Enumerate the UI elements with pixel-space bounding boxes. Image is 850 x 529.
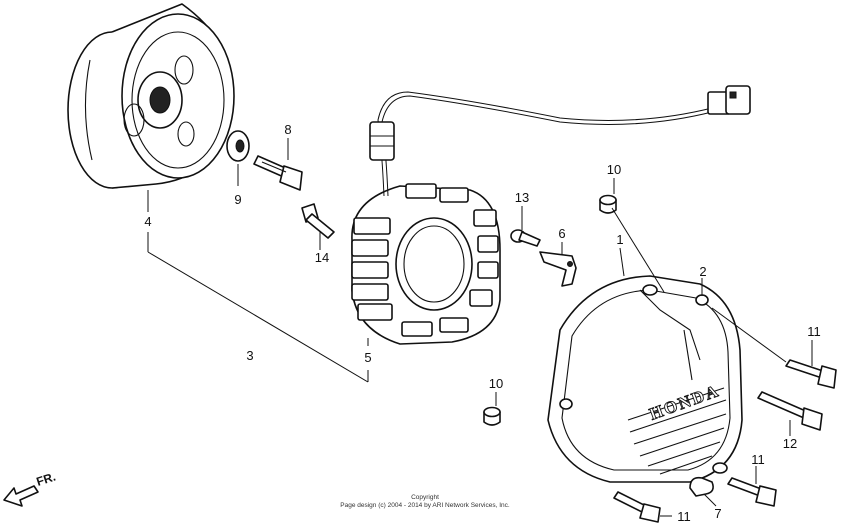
copyright-notice: Copyright Page design (c) 2004 - 2014 by… [0, 494, 850, 510]
cover-fins [627, 387, 727, 475]
callout-11-upper: 11 [807, 324, 821, 339]
wire-connector [707, 85, 751, 115]
callout-2: 2 [699, 264, 706, 279]
flywheel-part [67, 3, 235, 189]
flywheel-bolt-part [253, 155, 303, 191]
callout-1: 1 [616, 232, 623, 247]
callout-6: 6 [558, 226, 565, 241]
bolt-11-lower-left [613, 491, 661, 523]
screw-part [510, 229, 541, 247]
callout-9: 9 [234, 192, 241, 207]
bolt-12 [757, 391, 823, 431]
callout-11-middle: 11 [751, 452, 765, 467]
callout-10-upper: 10 [607, 162, 621, 177]
callout-8: 8 [284, 122, 291, 137]
callout-5: 5 [364, 350, 371, 365]
bracket-part [539, 251, 577, 287]
stator-part [351, 85, 751, 345]
front-direction-indicator: FR. [3, 470, 58, 507]
bolt-11-upper [785, 359, 837, 389]
callout-12: 12 [783, 436, 797, 451]
crankcase-cover-part: HONDA [547, 275, 743, 483]
clamp-part [689, 476, 714, 497]
bolt-11-lower-right [727, 477, 777, 507]
callout-10-lower: 10 [489, 376, 503, 391]
front-direction-label: FR. [35, 470, 58, 489]
callouts: 1 2 3 4 5 6 7 8 9 10 10 11 11 11 12 13 1… [144, 122, 820, 524]
copyright-title: Copyright [411, 494, 439, 501]
callout-4: 4 [144, 214, 151, 229]
callout-3: 3 [246, 348, 253, 363]
copyright-statement: Page design (c) 2004 - 2014 by ARI Netwo… [340, 502, 510, 509]
callout-11-bottom: 11 [677, 509, 691, 524]
front-arrow-icon [3, 485, 39, 507]
small-bolt-part [301, 203, 335, 239]
dowel-pin-upper [599, 194, 617, 214]
callout-13: 13 [515, 190, 529, 205]
callout-14: 14 [315, 250, 329, 265]
leader-lines [147, 138, 813, 517]
washer-part [226, 130, 250, 162]
callout-7: 7 [714, 506, 721, 521]
dowel-pin-lower [483, 406, 501, 426]
